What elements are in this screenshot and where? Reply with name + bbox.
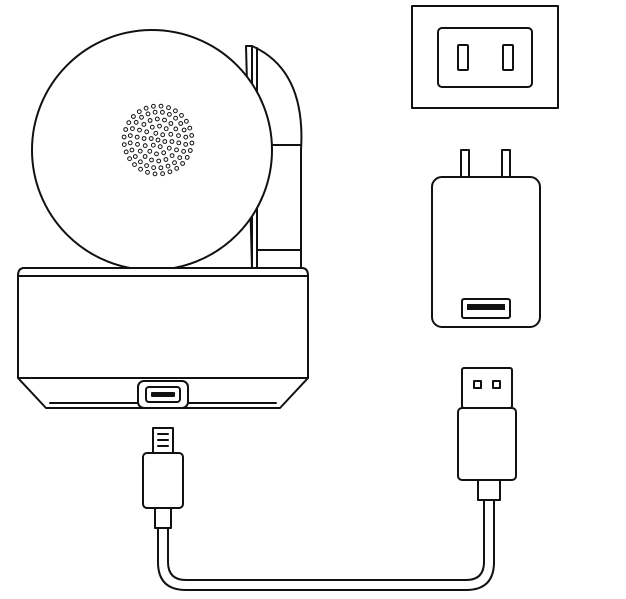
grille-hole [167, 169, 173, 175]
grille-hole [156, 158, 162, 164]
grille-hole [136, 109, 142, 114]
grille-hole [174, 147, 179, 153]
grille-hole [137, 127, 142, 133]
grille-hole [141, 136, 147, 141]
grille-hole [173, 126, 179, 132]
micro-usb-port [137, 380, 189, 409]
wall-outlet [411, 5, 559, 109]
grille-hole [144, 163, 150, 169]
grille-hole [166, 145, 172, 151]
grille-hole [176, 140, 182, 146]
power-adapter [431, 149, 541, 328]
grille-hole [123, 127, 129, 132]
grille-hole [176, 133, 181, 139]
grille-hole [158, 103, 164, 109]
grille-hole [163, 126, 169, 132]
grille-hole [131, 114, 136, 119]
grille-hole [141, 122, 147, 127]
grille-hole [180, 161, 186, 166]
grille-hole [157, 144, 163, 150]
grille-hole [150, 142, 156, 148]
grille-hole [143, 105, 149, 111]
grille-hole [187, 125, 193, 131]
grille-hole [154, 151, 159, 157]
grille-hole [179, 113, 184, 118]
speaker-grille [121, 103, 195, 177]
grille-hole [153, 130, 159, 136]
grille-hole [151, 165, 157, 171]
grille-hole [162, 139, 168, 144]
grille-hole [162, 117, 167, 123]
grille-hole [158, 165, 164, 171]
grille-hole [135, 142, 140, 147]
camera-base [17, 267, 309, 409]
grille-hole [169, 139, 175, 144]
grille-hole [173, 115, 179, 121]
grille-hole [133, 120, 139, 125]
grille-hole [174, 166, 180, 171]
grille-hole [145, 111, 151, 117]
grille-hole [181, 149, 187, 154]
usb-cable [142, 367, 517, 591]
grille-hole [147, 148, 153, 154]
grille-hole [184, 118, 189, 124]
grille-hole [126, 120, 132, 125]
grille-hole [157, 123, 162, 129]
grille-hole [132, 154, 138, 159]
grille-hole [142, 154, 148, 159]
grille-hole [134, 134, 140, 140]
grille-hole [149, 124, 155, 130]
grille-hole [168, 121, 174, 126]
grille-hole [178, 121, 184, 126]
grille-hole [181, 127, 187, 133]
grille-hole [121, 142, 127, 148]
grille-hole [167, 112, 172, 117]
camera-head [31, 29, 303, 271]
grille-hole [147, 118, 153, 123]
grille-hole [160, 109, 165, 115]
grille-hole [129, 147, 135, 153]
grille-hole [166, 105, 171, 111]
grille-hole [152, 109, 158, 115]
grille-hole [163, 157, 169, 162]
micro-usb-plug [142, 427, 184, 529]
grille-hole [123, 149, 129, 155]
grille-hole [127, 133, 133, 139]
grille-hole [139, 114, 144, 120]
grille-hole [138, 159, 143, 165]
grille-hole [121, 134, 127, 140]
grille-hole [149, 157, 154, 163]
grille-hole [152, 171, 158, 177]
grille-hole [151, 103, 156, 109]
grille-hole [138, 166, 144, 172]
grille-hole [130, 126, 135, 132]
grille-hole [155, 137, 161, 143]
grille-hole [183, 134, 189, 140]
grille-hole [160, 132, 166, 138]
grille-hole [154, 116, 160, 122]
grille-hole [132, 162, 137, 168]
grille-hole [127, 140, 133, 146]
grille-hole [168, 131, 174, 137]
grille-hole [177, 155, 183, 161]
grille-hole [173, 108, 178, 114]
grille-hole [169, 153, 175, 159]
grille-hole [142, 143, 148, 149]
grille-hole [189, 140, 195, 146]
grille-hole [144, 129, 150, 135]
grille-hole [161, 150, 167, 156]
grille-hole [165, 163, 171, 169]
grille-hole [148, 136, 154, 141]
grille-hole [172, 160, 177, 166]
grille-hole [127, 156, 133, 162]
grille-hole [189, 133, 195, 138]
grille-hole [160, 171, 166, 177]
grille-hole [183, 142, 189, 147]
grille-hole [137, 148, 143, 154]
grille-hole [187, 148, 193, 153]
usb-a-plug [457, 367, 517, 501]
grille-hole [145, 169, 150, 175]
grille-hole [184, 155, 190, 160]
